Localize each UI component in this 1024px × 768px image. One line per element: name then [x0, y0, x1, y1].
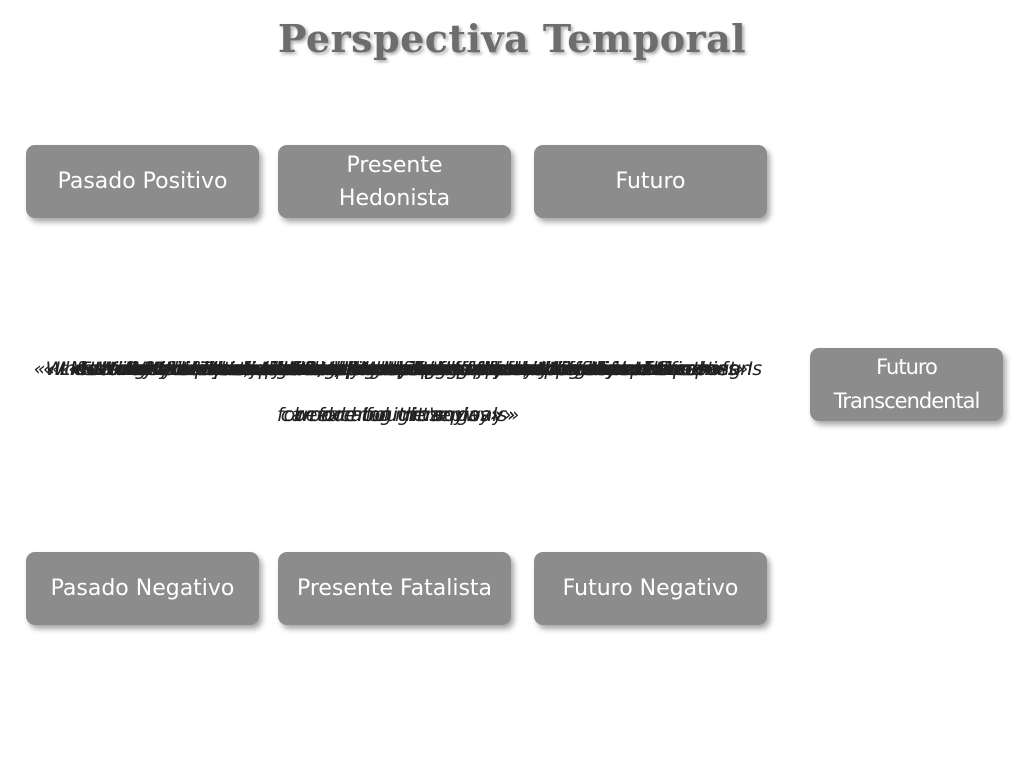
page-title: Perspectiva Temporal: [277, 16, 747, 61]
quote: «Morning»: [347, 358, 449, 380]
quote: «I am sure that I will have a good job i…: [153, 358, 643, 380]
quote: «Life today is too complicated; I would …: [47, 358, 749, 380]
quote: «The future is too uncertain to make pla…: [189, 358, 607, 380]
box-futuro: Futuro: [534, 145, 767, 218]
box-presente-fatalista: Presente Fatalista: [278, 552, 511, 625]
quote: «I believe in a life after death»: [251, 358, 545, 380]
quote: «When I listen to my favorite music, I o…: [86, 358, 710, 380]
quote: «I do things impulsively»: [279, 358, 517, 380]
quote: «Familiar childhood sights, sounds, smel…: [68, 358, 728, 426]
quote: «It takes too much time to plan and prep…: [77, 358, 719, 380]
box-pasado-positivo: Pasado Positivo: [26, 145, 259, 218]
quote: «I think about the bad things that have …: [70, 358, 726, 380]
box-pasado-negativo: Pasado Negativo: [26, 552, 259, 625]
box-futuro-negativo: Futuro Negativo: [534, 552, 767, 625]
quote: «Painful past experiences keep being rep…: [112, 358, 684, 380]
overlapping-quotes: «Familiar childhood sights, sounds, smel…: [30, 346, 766, 436]
box-presente-hedonista: Presente Hedonista: [278, 145, 511, 218]
quote: «Meeting tomorrow's deadlines and doing …: [58, 358, 738, 426]
box-futuro-transcendental: Futuro Transcendental: [810, 348, 1003, 421]
quote: «When I want to achieve something, I set…: [33, 358, 763, 426]
quote: «My life path is controlled by forces I …: [134, 358, 662, 380]
quote: «My body is just a temporary home for wh…: [131, 358, 665, 380]
quote: «What will be, will be, so it doesn't re…: [115, 358, 681, 380]
quote: «It does not make sense to worry about t…: [42, 358, 753, 426]
quote: «I take risks to put excitement in my li…: [199, 358, 597, 380]
